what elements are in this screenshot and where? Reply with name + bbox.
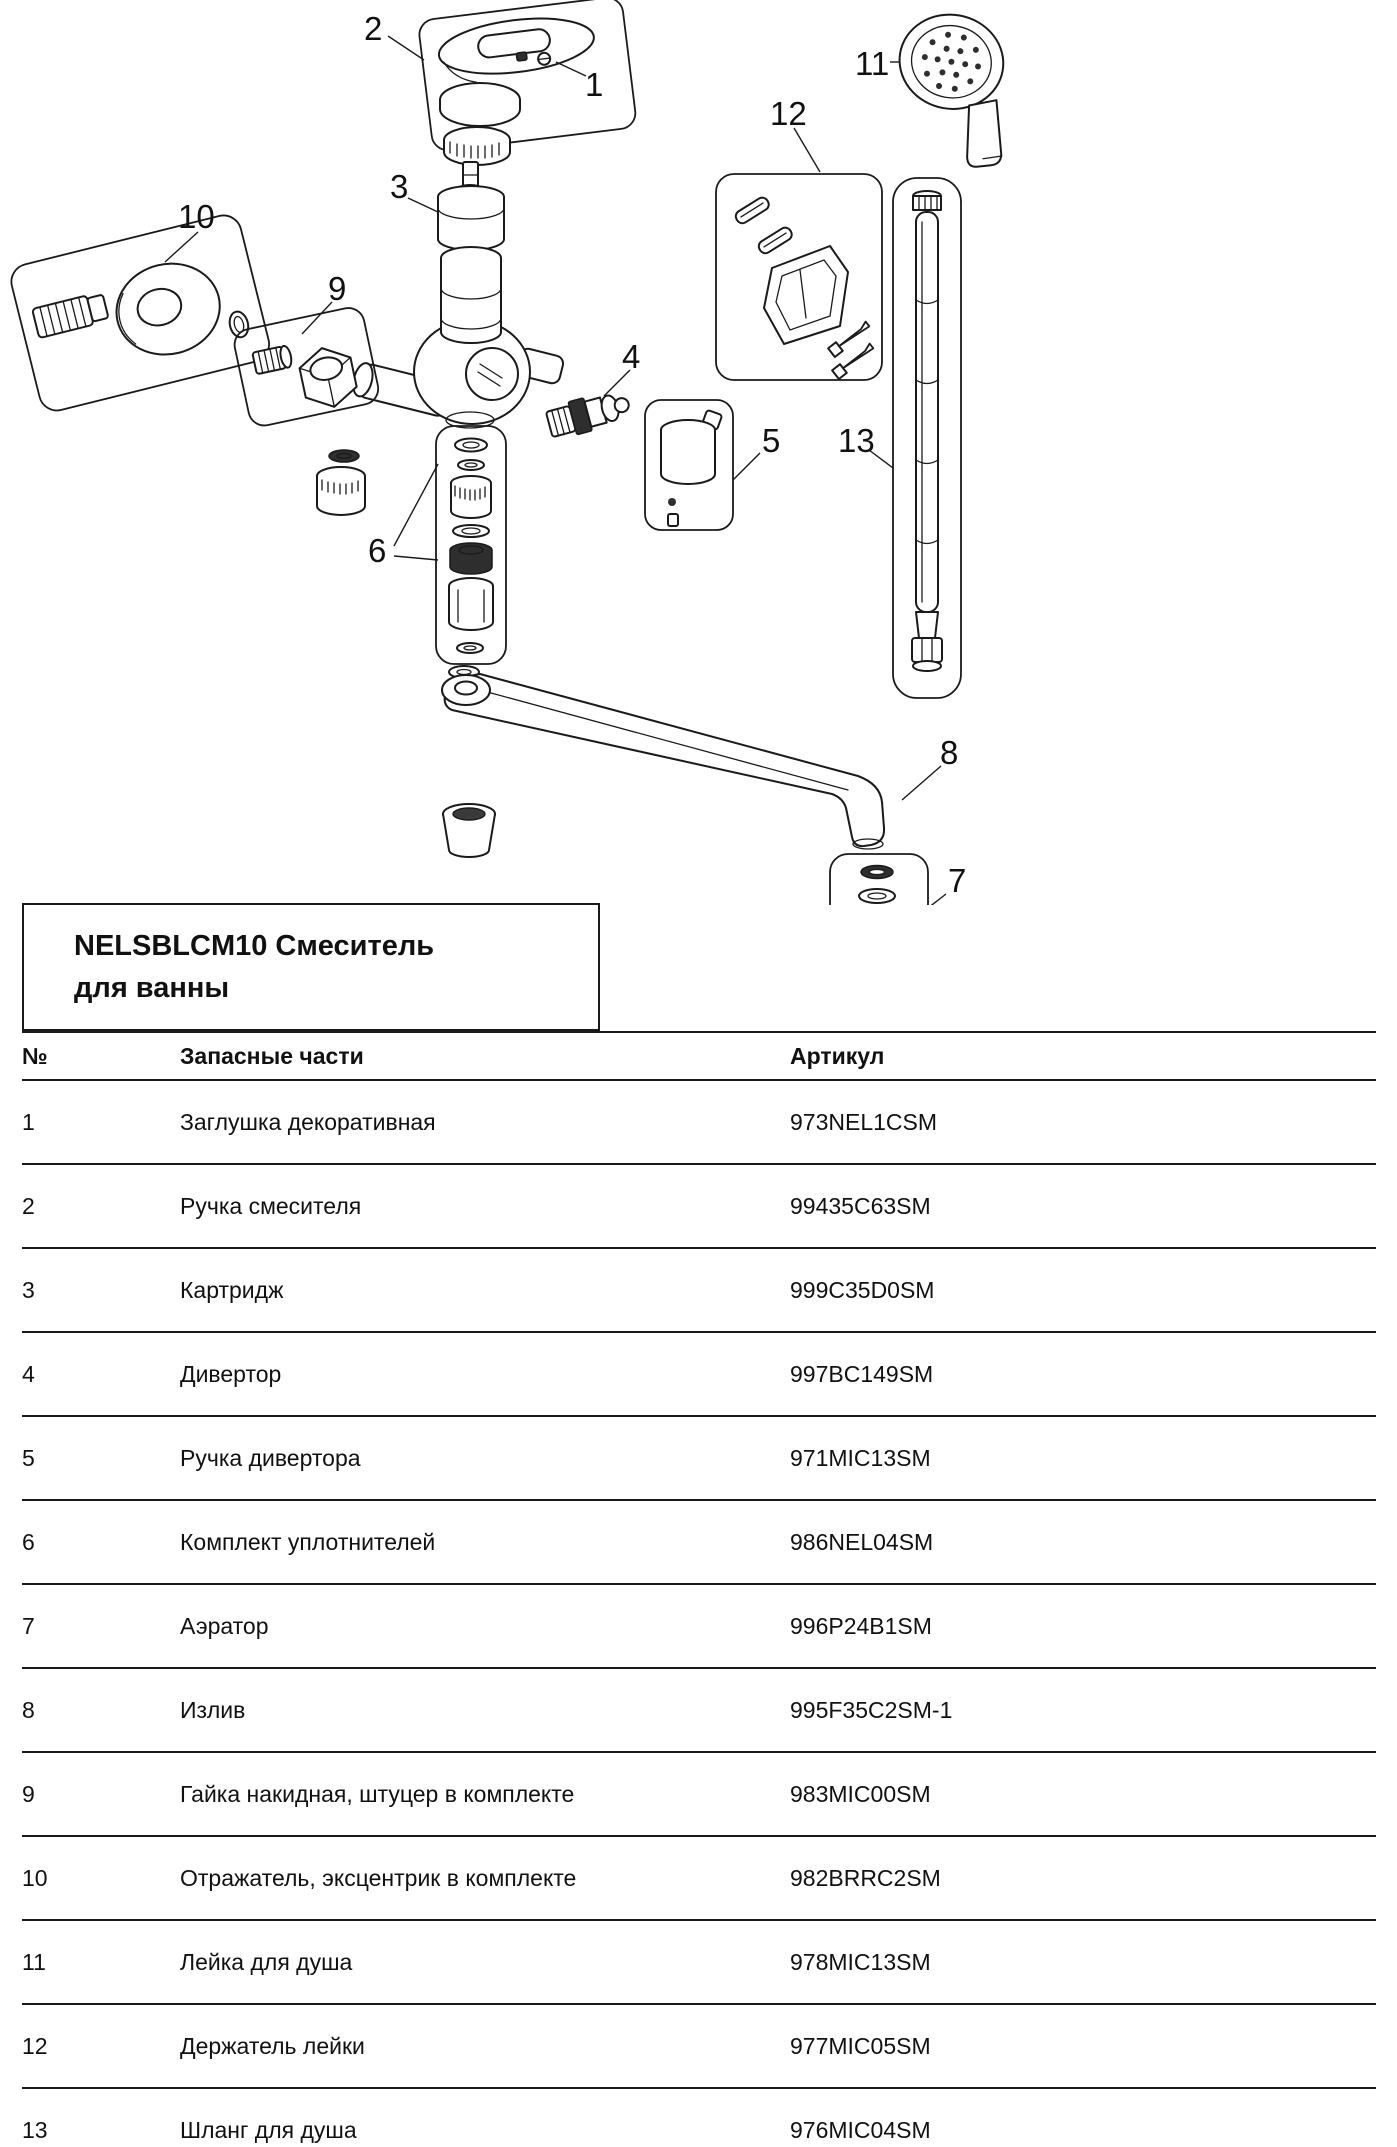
part-article: 976MIC04SM (790, 2087, 1376, 2147)
part-name: Картридж (180, 1247, 790, 1332)
part-number: 4 (22, 1331, 180, 1416)
callout-3: 3 (390, 168, 408, 205)
part-number: 5 (22, 1415, 180, 1500)
part-article: 999C35D0SM (790, 1247, 1376, 1332)
part-number: 9 (22, 1751, 180, 1836)
part-1-plug (515, 51, 552, 66)
part-name: Шланг для душа (180, 2087, 790, 2147)
table-row: 4 Дивертор 997BC149SM (22, 1331, 1376, 1416)
part-number: 6 (22, 1499, 180, 1584)
part-article: 983MIC00SM (790, 1751, 1376, 1836)
part-name: Ручка смесителя (180, 1163, 790, 1248)
part-number: 3 (22, 1247, 180, 1332)
part-article: 99435C63SM (790, 1163, 1376, 1248)
part-8-spout-group (441, 673, 886, 850)
callout-10: 10 (178, 198, 215, 235)
table-row: 9 Гайка накидная, штуцер в комплекте 983… (22, 1751, 1376, 1836)
callout-8: 8 (940, 734, 958, 771)
part-name: Держатель лейки (180, 2003, 790, 2088)
header-name: Запасные части (180, 1031, 790, 1080)
table-row: 12 Держатель лейки 977MIC05SM (22, 2003, 1376, 2088)
part-7-aerator-group (829, 853, 929, 905)
part-9-nut-group (233, 307, 380, 427)
part-number: 1 (22, 1079, 180, 1164)
part-13-hose-group (892, 177, 962, 699)
part-number: 11 (22, 1919, 180, 2004)
part-article: 971MIC13SM (790, 1415, 1376, 1500)
callout-labels: 1 2 3 4 5 6 7 8 9 10 11 12 13 (178, 10, 966, 899)
product-title-line2: для ванны (74, 972, 230, 1005)
part-6-seal-kit-group (435, 425, 507, 665)
part-article: 973NEL1CSM (790, 1079, 1376, 1164)
leader-lines (164, 35, 947, 905)
part-article: 982BRRC2SM (790, 1835, 1376, 1920)
part-name: Аэратор (180, 1583, 790, 1668)
table-row: 5 Ручка дивертора 971MIC13SM (22, 1415, 1376, 1500)
part-article: 997BC149SM (790, 1331, 1376, 1416)
part-2-handle-group (418, 0, 637, 152)
table-row: 6 Комплект уплотнителей 986NEL04SM (22, 1499, 1376, 1584)
part-name: Дивертор (180, 1331, 790, 1416)
part-article: 977MIC05SM (790, 2003, 1376, 2088)
part-article: 996P24B1SM (790, 1583, 1376, 1668)
part-article: 995F35C2SM-1 (790, 1667, 1376, 1752)
part-number: 7 (22, 1583, 180, 1668)
part-article: 986NEL04SM (790, 1499, 1376, 1584)
header-num: № (22, 1031, 180, 1080)
table-row: 8 Излив 995F35C2SM-1 (22, 1667, 1376, 1752)
product-title-line1: NELSBLCM10 Смеситель (74, 930, 435, 962)
callout-6: 6 (368, 532, 386, 569)
callout-4: 4 (622, 338, 640, 375)
handle-dome-ring (439, 82, 521, 166)
table-header-row: № Запасные части Артикул (22, 1031, 1376, 1080)
header-article: Артикул (790, 1031, 1376, 1080)
callout-5: 5 (762, 422, 780, 459)
part-number: 2 (22, 1163, 180, 1248)
table-row: 2 Ручка смесителя 99435C63SM (22, 1163, 1376, 1248)
spout-sleeve (442, 803, 496, 858)
part-number: 12 (22, 2003, 180, 2088)
table-row: 11 Лейка для душа 978MIC13SM (22, 1919, 1376, 2004)
exploded-diagram: 1 2 3 4 5 6 7 8 9 10 11 12 13 (10, 0, 1005, 905)
part-5-diverter-handle-group (644, 399, 734, 531)
table-row: 7 Аэратор 996P24B1SM (22, 1583, 1376, 1668)
small-fitting (316, 449, 366, 516)
callout-11: 11 (855, 45, 889, 82)
part-name: Отражатель, эксцентрик в комплекте (180, 1835, 790, 1920)
callout-2: 2 (364, 10, 382, 47)
part-12-holder-group (715, 173, 883, 381)
part-name: Излив (180, 1667, 790, 1752)
callout-1: 1 (585, 66, 603, 103)
part-article: 978MIC13SM (790, 1919, 1376, 2004)
callout-9: 9 (328, 270, 346, 307)
part-name: Гайка накидная, штуцер в комплекте (180, 1751, 790, 1836)
table-row: 1 Заглушка декоративная 973NEL1CSM (22, 1079, 1376, 1164)
table-row: 13 Шланг для душа 976MIC04SM (22, 2087, 1376, 2147)
part-name: Комплект уплотнителей (180, 1499, 790, 1584)
part-number: 10 (22, 1835, 180, 1920)
part-10-escutcheon-group (10, 214, 270, 412)
part-name: Ручка дивертора (180, 1415, 790, 1500)
part-11-shower-head-group (898, 13, 1005, 168)
table-row: 3 Картридж 999C35D0SM (22, 1247, 1376, 1332)
callout-13: 13 (838, 422, 875, 459)
faucet-body (352, 246, 565, 429)
callout-7: 7 (948, 862, 966, 899)
title-box: NELSBLCM10 Смеситель для ванны (22, 903, 600, 1031)
parts-table: № Запасные части Артикул 1 Заглушка деко… (22, 1031, 1376, 2147)
table-row: 10 Отражатель, эксцентрик в комплекте 98… (22, 1835, 1376, 1920)
part-number: 13 (22, 2087, 180, 2147)
callout-12: 12 (770, 95, 807, 132)
part-name: Лейка для душа (180, 1919, 790, 2004)
part-number: 8 (22, 1667, 180, 1752)
part-4-diverter-group (545, 394, 630, 438)
part-name: Заглушка декоративная (180, 1079, 790, 1164)
part-3-cartridge-group (437, 161, 505, 251)
